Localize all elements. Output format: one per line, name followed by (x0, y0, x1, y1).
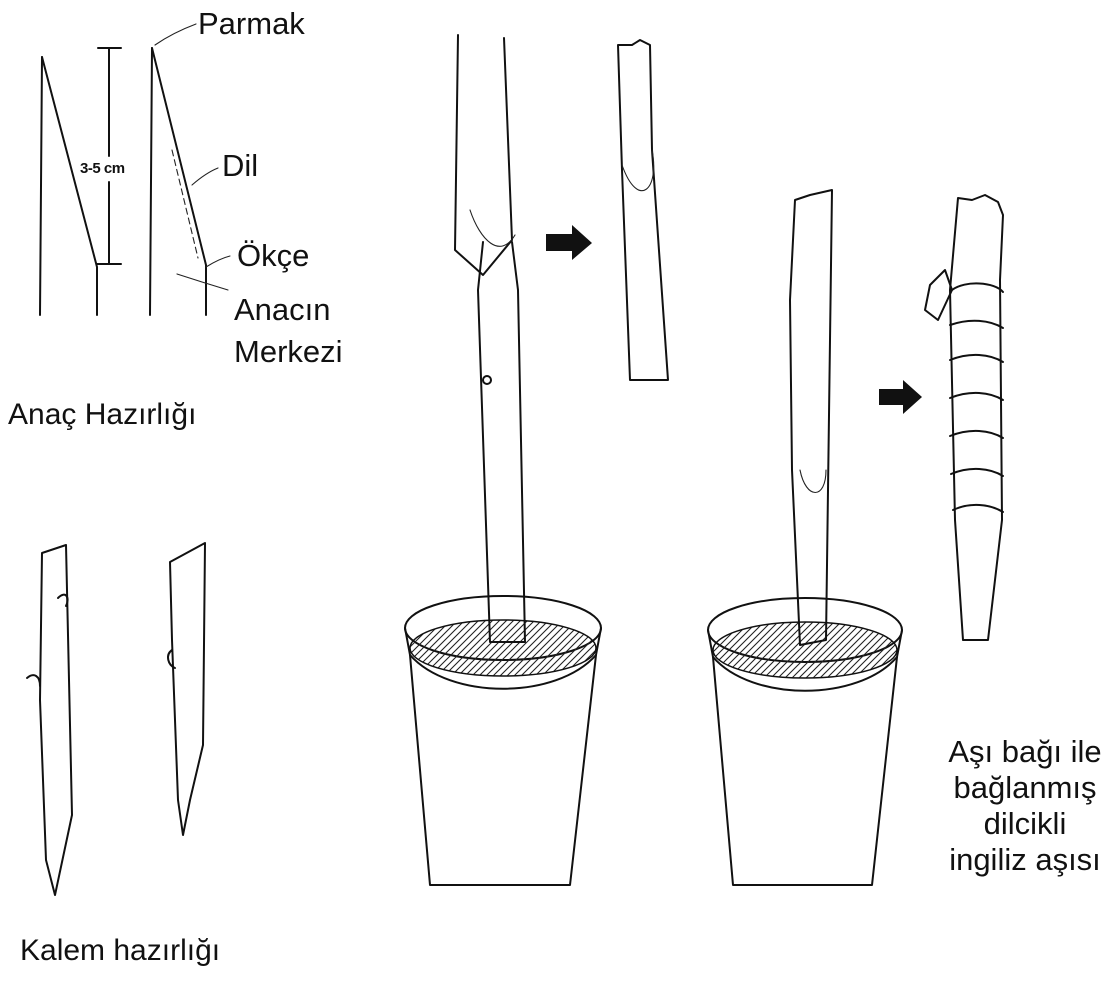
graft-union-detail (618, 40, 668, 380)
caption-final-line: Aşı bağı ile (932, 734, 1118, 770)
arrow-right-icon (879, 380, 922, 414)
caption-final: Aşı bağı ile bağlanmış dilcikli ingiliz … (932, 734, 1118, 878)
label-measure: 3-5 cm (80, 160, 125, 177)
label-dil: Dil (222, 148, 258, 184)
caption-anac-hazirligi: Anaç Hazırlığı (8, 398, 196, 433)
label-anacin: Anacın (234, 292, 331, 328)
caption-final-line: dilcikli (932, 806, 1118, 842)
scion-sketch (27, 543, 205, 895)
label-parmak: Parmak (198, 6, 305, 42)
flower-pot-icon (405, 35, 601, 885)
label-merkezi: Merkezi (234, 334, 343, 370)
caption-final-line: bağlanmış (932, 770, 1118, 806)
wrapped-graft-detail (925, 195, 1003, 640)
caption-kalem-hazirligi: Kalem hazırlığı (20, 934, 220, 969)
label-okce: Ökçe (237, 238, 309, 274)
rootstock-cut-sketch (40, 24, 230, 315)
caption-final-line: ingiliz aşısı (932, 842, 1118, 878)
arrow-right-icon (546, 225, 592, 260)
flower-pot-icon (708, 190, 902, 885)
